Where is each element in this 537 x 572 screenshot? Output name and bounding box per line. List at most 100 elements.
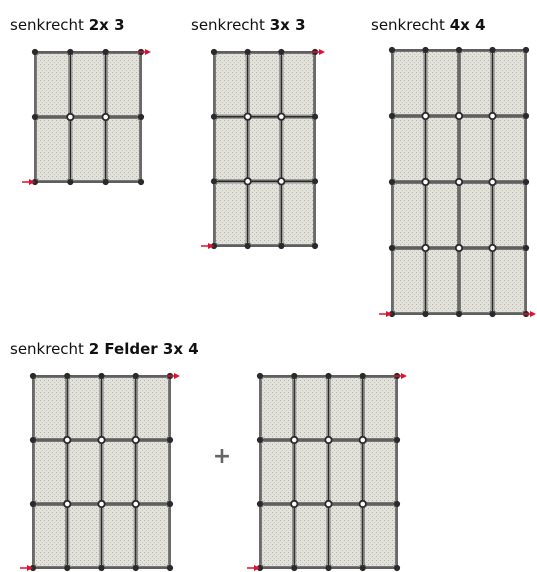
solar-panel xyxy=(36,118,70,181)
clamp-node xyxy=(455,310,463,318)
clamp-node xyxy=(489,310,496,318)
clamp-node xyxy=(489,46,496,54)
clamp-node xyxy=(63,435,72,445)
solar-panel xyxy=(460,117,492,181)
clamp-node xyxy=(256,436,264,444)
solar-panel xyxy=(460,183,492,247)
clamp-node xyxy=(388,244,396,252)
clamp-node xyxy=(290,499,299,509)
clamp-node xyxy=(358,435,367,445)
clamp-node xyxy=(421,243,430,253)
solar-panel xyxy=(393,183,425,247)
solar-panel xyxy=(329,377,362,439)
solar-panel xyxy=(248,117,281,181)
clamp-node xyxy=(277,177,286,186)
solar-panel xyxy=(102,377,135,439)
clamp-node xyxy=(256,500,264,508)
solar-panel xyxy=(136,377,169,439)
solar-panel xyxy=(329,441,362,503)
solar-panel xyxy=(295,505,328,567)
clamp-node xyxy=(31,113,39,121)
solar-panel xyxy=(248,53,281,116)
clamp-node xyxy=(166,500,174,508)
solar-panel xyxy=(248,182,281,245)
solar-panel xyxy=(363,377,396,439)
solar-panel xyxy=(363,505,396,567)
solar-panel xyxy=(136,505,169,567)
caption-4x4: senkrecht 4x 4 xyxy=(371,16,486,34)
solar-panel xyxy=(68,441,101,503)
solar-panel xyxy=(460,51,492,115)
clamp-node xyxy=(101,112,110,122)
caption-prefix: senkrecht xyxy=(10,340,84,358)
solar-panel xyxy=(393,117,425,181)
clamp-node xyxy=(488,243,497,253)
clamp-node xyxy=(132,564,139,572)
solar-panel xyxy=(363,441,396,503)
solar-panel xyxy=(493,117,525,181)
solar-panel xyxy=(261,441,294,503)
clamp-node xyxy=(67,48,74,56)
solar-panel xyxy=(426,51,458,115)
clamp-node xyxy=(278,242,285,250)
clamp-node xyxy=(388,112,396,120)
clamp-node xyxy=(359,564,366,572)
solar-panel xyxy=(282,182,315,245)
solar-panel xyxy=(34,505,67,567)
solar-panel xyxy=(102,505,135,567)
plus-symbol: + xyxy=(213,444,231,469)
clamp-node xyxy=(291,564,298,572)
clamp-node xyxy=(131,435,140,445)
solar-panel xyxy=(261,505,294,567)
caption-layout: 4x 4 xyxy=(449,16,486,34)
clamp-node xyxy=(522,244,530,252)
clamp-node xyxy=(359,372,366,380)
caption-2-felder-3x4: senkrecht 2 Felder 3x 4 xyxy=(10,340,199,358)
solar-panel xyxy=(460,249,492,313)
solar-panel xyxy=(329,505,362,567)
clamp-node xyxy=(388,46,396,54)
clamp-node xyxy=(66,112,75,122)
solar-panel xyxy=(71,118,105,181)
arrow-icon xyxy=(208,243,214,249)
clamp-node xyxy=(454,243,464,253)
clamp-node xyxy=(522,112,530,120)
clamp-node xyxy=(324,435,333,445)
clamp-node xyxy=(421,111,430,121)
solar-panel xyxy=(426,249,458,313)
caption-layout: 3x 3 xyxy=(269,16,306,34)
solar-panel xyxy=(295,441,328,503)
clamp-node xyxy=(102,178,109,186)
solar-panel xyxy=(493,249,525,313)
clamp-node xyxy=(455,46,463,54)
clamp-node xyxy=(210,48,218,56)
clamp-node xyxy=(393,436,401,444)
clamp-node xyxy=(325,372,332,380)
solar-panel xyxy=(34,441,67,503)
clamp-node xyxy=(132,372,139,380)
caption-prefix: senkrecht xyxy=(10,16,84,34)
clamp-node xyxy=(102,48,109,56)
clamp-node xyxy=(311,242,319,250)
clamp-node xyxy=(278,48,285,56)
clamp-node xyxy=(243,177,252,186)
clamp-node xyxy=(98,564,105,572)
solar-panel xyxy=(426,183,458,247)
clamp-node xyxy=(421,177,430,187)
solar-panel xyxy=(215,182,247,245)
grid-4x4 xyxy=(379,46,536,318)
clamp-node xyxy=(31,48,39,56)
clamp-node xyxy=(97,435,106,445)
arrow-icon xyxy=(319,49,325,55)
solar-panel xyxy=(36,53,70,116)
solar-panel xyxy=(136,441,169,503)
clamp-node xyxy=(210,178,218,185)
solar-panel xyxy=(426,117,458,181)
grid-3x3 xyxy=(201,48,325,250)
clamp-node xyxy=(137,178,145,186)
solar-panel xyxy=(34,377,67,439)
solar-panel xyxy=(106,118,140,181)
clamp-node xyxy=(277,112,286,121)
solar-panel xyxy=(71,53,105,116)
